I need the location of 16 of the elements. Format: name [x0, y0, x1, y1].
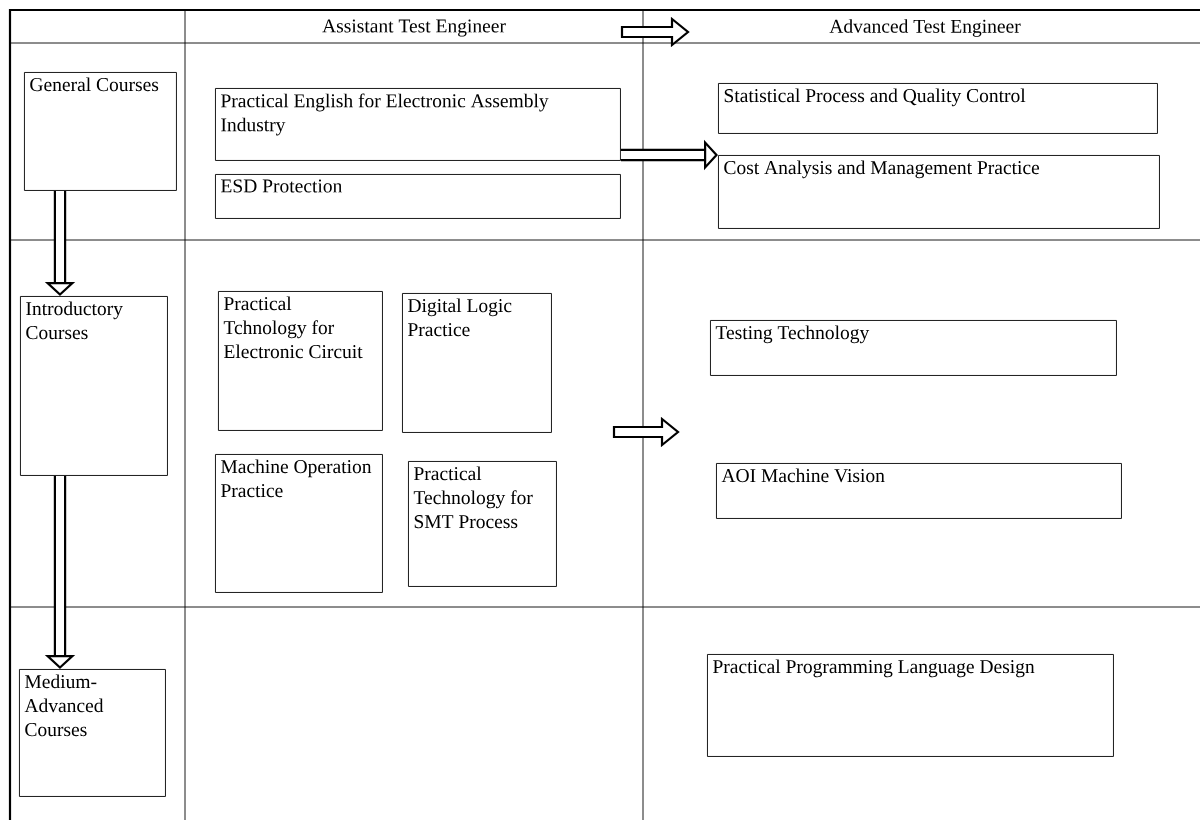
course-box: Practical Tchnology for Electronic Circuit — [218, 291, 383, 431]
course-box: Digital Logic Practice — [402, 293, 552, 433]
course-box: General Courses — [24, 72, 177, 191]
course-box: Cost Analysis and Management Practice — [718, 155, 1160, 229]
course-box: Medium-Advanced Courses — [19, 669, 166, 797]
course-box: Statistical Process and Quality Control — [718, 83, 1158, 134]
course-box: ESD Protection — [215, 174, 621, 219]
course-box: Practical Programming Language Design — [707, 654, 1114, 757]
column-heading: Assistant Test Engineer — [322, 19, 506, 37]
course-box: Testing Technology — [710, 320, 1117, 376]
column-heading: Advanced Test Engineer — [829, 19, 1021, 37]
course-box: Practical Technology for SMT Process — [408, 461, 557, 587]
course-box: Machine Operation Practice — [215, 454, 383, 593]
course-box: Introductory Courses — [20, 296, 168, 476]
course-box: AOI Machine Vision — [716, 463, 1122, 519]
course-box: Practical English for Electronic Assembly Industry — [215, 88, 621, 161]
